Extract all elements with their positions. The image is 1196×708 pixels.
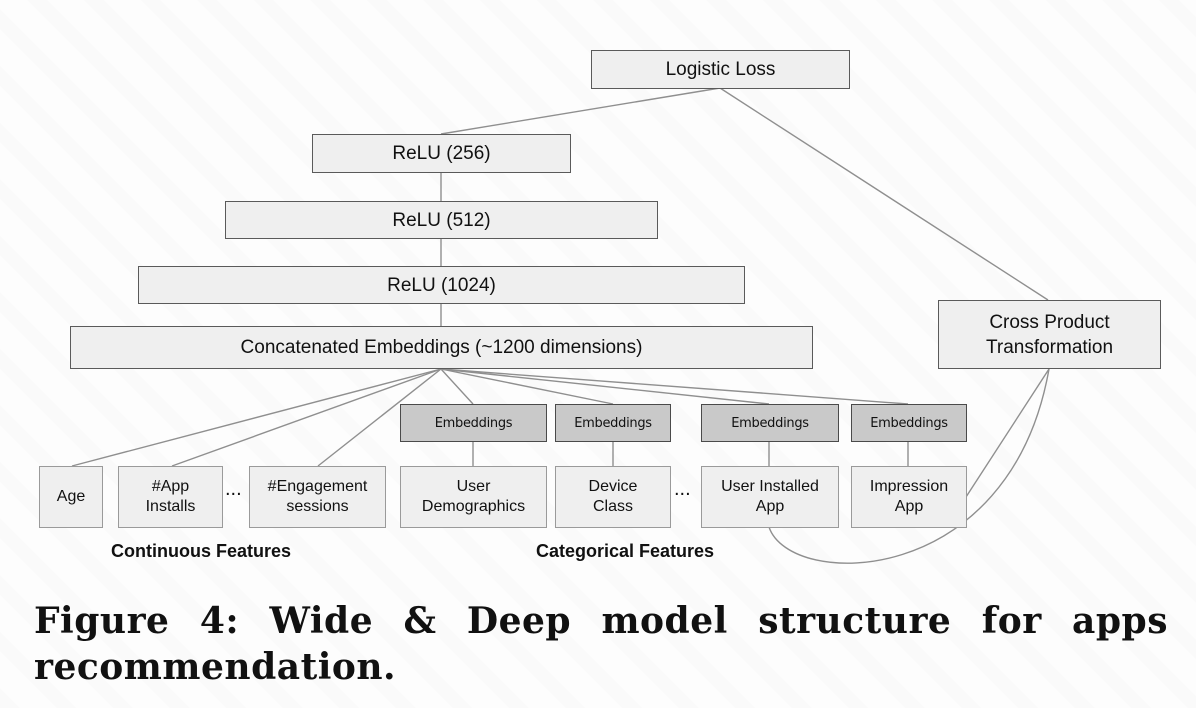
cross-product-line2: Transformation bbox=[985, 336, 1114, 358]
feature-device-class-line2: Class bbox=[592, 498, 633, 515]
embeddings-node-user-installed-app: Embeddings bbox=[701, 404, 839, 442]
feature-engagement-sessions: #Engagement sessions bbox=[249, 466, 386, 528]
feature-user-installed-app: User Installed App bbox=[701, 466, 839, 528]
edge-concat-age bbox=[71, 368, 442, 467]
edge-concat-emb2 bbox=[440, 368, 614, 405]
feature-user-installed-app-line1: User Installed bbox=[721, 478, 819, 495]
relu-1024-node: ReLU (1024) bbox=[138, 266, 745, 304]
ellipsis-continuous: ... bbox=[225, 478, 242, 500]
edge-concat-app-installs bbox=[171, 368, 442, 467]
feature-user-demographics-line2: Demographics bbox=[421, 498, 526, 515]
logistic-loss-label: Logistic Loss bbox=[665, 59, 776, 80]
edge-impression-cross bbox=[965, 368, 1050, 498]
edge-concat-emb1 bbox=[440, 368, 474, 405]
embeddings-label: Embeddings bbox=[574, 415, 652, 431]
ellipsis-categorical: ... bbox=[674, 478, 691, 500]
feature-user-demographics-line1: User bbox=[456, 478, 491, 495]
cross-product-node: Cross Product Transformation bbox=[938, 300, 1161, 369]
feature-engagement-line1: #Engagement bbox=[267, 478, 368, 495]
embeddings-label: Embeddings bbox=[434, 415, 513, 431]
feature-impression-app: Impression App bbox=[851, 466, 967, 528]
categorical-features-label: Categorical Features bbox=[536, 541, 715, 561]
embeddings-node-impression-app: Embeddings bbox=[851, 404, 967, 442]
relu-512-label: ReLU (512) bbox=[392, 209, 491, 231]
feature-impression-app-line1: Impression bbox=[869, 478, 949, 495]
figure-caption: Figure 4: Wide & Deep model structure fo… bbox=[34, 600, 1168, 688]
edge-loss-relu256 bbox=[440, 87, 721, 135]
edge-concat-emb4 bbox=[440, 368, 909, 405]
concatenated-embeddings-label: Concatenated Embeddings (~1200 dimension… bbox=[240, 337, 643, 358]
embeddings-label: Embeddings bbox=[870, 415, 948, 431]
feature-device-class: Device Class bbox=[555, 466, 671, 528]
feature-age-label: Age bbox=[56, 488, 86, 505]
edge-concat-emb3 bbox=[440, 368, 770, 405]
feature-engagement-line2: sessions bbox=[286, 498, 349, 515]
feature-age: Age bbox=[39, 466, 103, 528]
relu-256-node: ReLU (256) bbox=[312, 134, 571, 173]
embeddings-node-device-class: Embeddings bbox=[555, 404, 671, 442]
edge-concat-engagement bbox=[317, 368, 442, 467]
feature-app-installs-line2: Installs bbox=[145, 498, 196, 515]
relu-512-node: ReLU (512) bbox=[225, 201, 658, 239]
feature-device-class-line1: Device bbox=[588, 478, 638, 495]
feature-impression-app-line2: App bbox=[894, 498, 924, 515]
edge-installed-cross bbox=[768, 368, 1050, 564]
relu-1024-label: ReLU (1024) bbox=[387, 274, 496, 296]
edge-loss-cross bbox=[719, 87, 1049, 301]
logistic-loss-node: Logistic Loss bbox=[591, 50, 850, 89]
feature-app-installs-line1: #App bbox=[151, 478, 190, 495]
continuous-features-label: Continuous Features bbox=[111, 541, 292, 561]
feature-user-installed-app-line2: App bbox=[755, 498, 785, 515]
feature-user-demographics: User Demographics bbox=[400, 466, 547, 528]
feature-app-installs: #App Installs bbox=[118, 466, 223, 528]
embeddings-label: Embeddings bbox=[731, 415, 809, 431]
cross-product-line1: Cross Product bbox=[989, 311, 1110, 333]
embeddings-node-user-demographics: Embeddings bbox=[400, 404, 547, 442]
relu-256-label: ReLU (256) bbox=[392, 143, 491, 164]
concatenated-embeddings-node: Concatenated Embeddings (~1200 dimension… bbox=[70, 326, 813, 369]
